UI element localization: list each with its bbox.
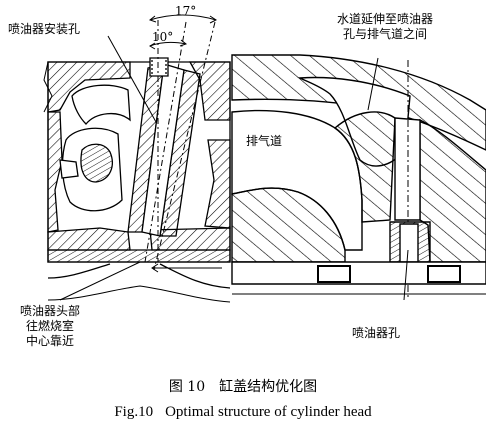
label-water-channel: 水道延伸至喷油器 孔与排气道之间 — [310, 12, 460, 42]
deck-seat-right — [427, 265, 461, 283]
label-injector-tip-line-3: 中心靠近 — [25, 334, 74, 348]
small-cavity — [59, 159, 79, 179]
label-exhaust-port: 排气道 — [246, 134, 283, 149]
left-wall — [47, 111, 63, 233]
arc-17-arrow-left — [148, 15, 157, 23]
left-section-drawing — [43, 57, 231, 303]
figure-caption-en: Fig.10 Optimal structure of cylinder head — [0, 402, 486, 422]
leader-injector-hole — [403, 249, 409, 301]
arc-10-arrow-right — [179, 39, 188, 47]
bolt-boss — [80, 143, 113, 183]
break-line-left — [43, 61, 53, 113]
injector-bore — [141, 63, 185, 237]
lower-left-wall — [47, 227, 131, 251]
caption-cn-title: 缸盖结构优化图 — [219, 379, 318, 395]
central-web — [333, 111, 396, 223]
label-injector-hole-top: 喷油器安装孔 — [8, 22, 81, 36]
caption-en-number: Fig.10 — [114, 404, 154, 420]
injector-axis-10 — [144, 21, 187, 263]
label-injector-tip-line-2: 往燃烧室 — [25, 319, 74, 333]
deck-seat-left — [317, 265, 351, 283]
leader-injector-tip — [59, 261, 141, 301]
cylinder-head-figure — [43, 14, 486, 303]
injector-axis-17 — [153, 21, 216, 271]
caption-cn-number: 图 10 — [168, 379, 206, 395]
label-water-channel-line-2: 孔与排气道之间 — [342, 27, 427, 41]
label-angle-17: 17° — [175, 4, 197, 18]
right-section-drawing — [231, 54, 486, 301]
injector-top-cap — [149, 57, 169, 77]
injector-tip-hole — [399, 223, 419, 263]
right-mid-wall — [204, 139, 231, 229]
fire-deck — [47, 249, 231, 263]
combustion-chamber-lower — [47, 285, 231, 303]
angle-construction — [59, 14, 222, 301]
arc-17 — [149, 14, 217, 21]
combustion-chamber-curve — [47, 263, 231, 289]
caption-en-title: Optimal structure of cylinder head — [165, 404, 372, 420]
arc-10-arrow-left — [149, 42, 156, 50]
arc-17-arrow-right — [209, 15, 217, 24]
arc-10 — [149, 41, 187, 47]
label-injector-hole-bottom: 喷油器孔 — [352, 326, 401, 340]
shift-arrow-head — [151, 263, 159, 273]
figure-caption-cn: 图 10 缸盖结构优化图 — [0, 378, 486, 396]
leader-water-channel — [367, 57, 379, 111]
inner-cavity-upper — [71, 84, 131, 125]
label-water-channel-line-1: 水道延伸至喷油器 — [336, 12, 433, 26]
bottom-deck — [231, 261, 486, 285]
label-injector-tip-line-1: 喷油器头部 — [19, 304, 80, 318]
lower-left-mass — [231, 187, 346, 263]
leader-injector-hole-top — [107, 35, 157, 123]
label-injector-tip: 喷油器头部 往燃烧室 中心靠近 — [4, 304, 96, 349]
label-angle-10: 10° — [152, 30, 174, 44]
